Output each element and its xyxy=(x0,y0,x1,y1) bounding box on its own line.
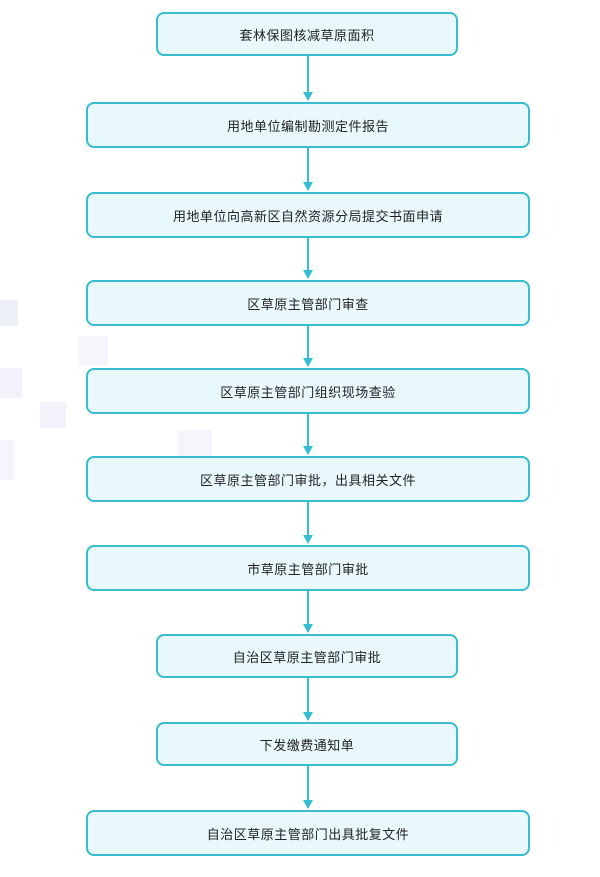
flow-arrowhead xyxy=(303,270,313,279)
flow-step-label: 区草原主管部门审查 xyxy=(247,297,369,313)
flow-step-1: 套林保图核减草原面积 xyxy=(156,12,458,56)
flow-arrowhead xyxy=(303,182,313,191)
flow-connector-line xyxy=(307,591,309,626)
flow-arrowhead xyxy=(303,358,313,367)
flow-connector-line xyxy=(307,326,309,360)
background-decoration xyxy=(0,368,22,398)
background-decoration xyxy=(40,402,66,428)
flow-step-2: 用地单位编制勘测定件报告 xyxy=(86,102,530,148)
flow-step-label: 自治区草原主管部门审批 xyxy=(232,650,382,666)
flow-arrowhead xyxy=(303,624,313,633)
flow-arrowhead xyxy=(303,446,313,455)
flow-step-10: 自治区草原主管部门出具批复文件 xyxy=(86,810,530,856)
flow-step-label: 区草原主管部门审批，出具相关文件 xyxy=(199,473,416,489)
background-decoration xyxy=(78,336,108,366)
flow-step-label: 区草原主管部门组织现场查验 xyxy=(220,385,396,401)
background-decoration xyxy=(0,440,14,480)
flow-step-4: 区草原主管部门审查 xyxy=(86,280,530,326)
flow-arrowhead xyxy=(303,535,313,544)
flow-connector-line xyxy=(307,238,309,272)
flow-arrowhead xyxy=(303,800,313,809)
flow-step-label: 套林保图核减草原面积 xyxy=(239,28,375,44)
flow-step-9: 下发缴费通知单 xyxy=(156,722,458,766)
flow-step-5: 区草原主管部门组织现场查验 xyxy=(86,368,530,414)
flow-step-8: 自治区草原主管部门审批 xyxy=(156,634,458,678)
flow-connector-line xyxy=(307,766,309,802)
flow-connector-line xyxy=(307,414,309,448)
flow-step-label: 市草原主管部门审批 xyxy=(247,562,369,578)
flow-arrowhead xyxy=(303,712,313,721)
flow-step-label: 用地单位向高新区自然资源分局提交书面申请 xyxy=(172,209,443,225)
flow-step-label: 自治区草原主管部门出具批复文件 xyxy=(206,827,410,843)
flow-step-6: 区草原主管部门审批，出具相关文件 xyxy=(86,456,530,502)
flow-step-3: 用地单位向高新区自然资源分局提交书面申请 xyxy=(86,192,530,238)
flow-step-label: 用地单位编制勘测定件报告 xyxy=(226,119,389,135)
flow-connector-line xyxy=(307,56,309,94)
flow-connector-line xyxy=(307,148,309,184)
flow-arrowhead xyxy=(303,92,313,101)
background-decoration xyxy=(178,430,212,456)
background-decoration xyxy=(0,300,18,326)
flow-step-label: 下发缴费通知单 xyxy=(259,738,355,754)
flow-connector-line xyxy=(307,502,309,537)
flow-connector-line xyxy=(307,678,309,714)
flow-step-7: 市草原主管部门审批 xyxy=(86,545,530,591)
